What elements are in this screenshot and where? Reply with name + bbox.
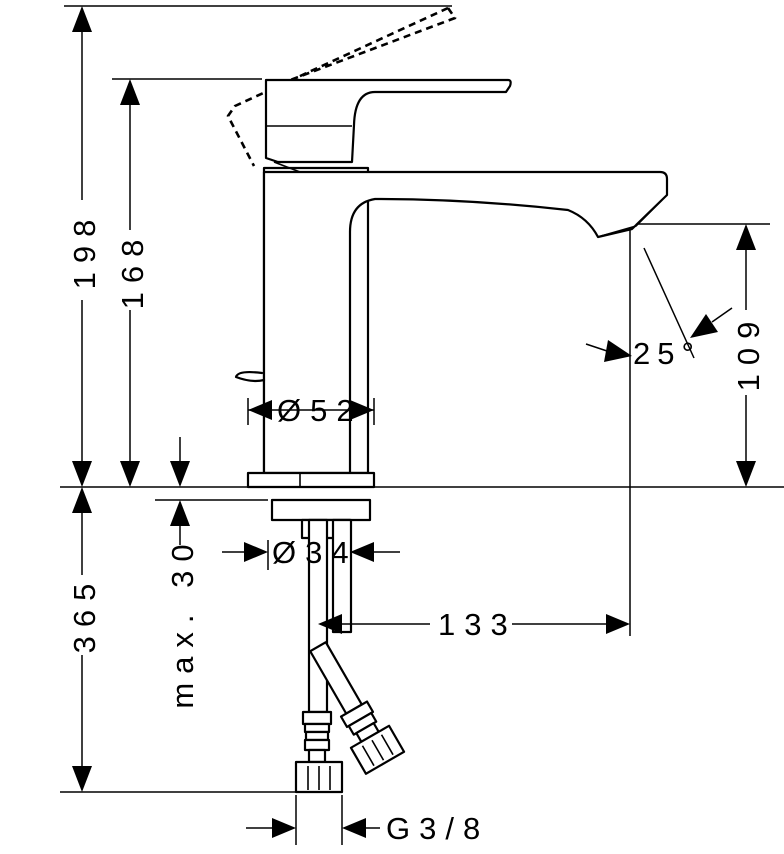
label-below-deck: 365 bbox=[67, 575, 102, 654]
label-spout-clearance: 109 bbox=[731, 313, 766, 392]
handle-lever bbox=[264, 78, 512, 164]
dimension-labels: 198 168 109 365 max. 30 Ø52 Ø34 133 G3/8… bbox=[67, 211, 766, 846]
label-body-diameter: Ø52 bbox=[277, 393, 363, 428]
label-lever-height: 168 bbox=[115, 231, 150, 310]
faucet-base bbox=[246, 471, 376, 489]
reference-lines bbox=[60, 5, 784, 845]
label-lever-angle: 25° bbox=[633, 336, 701, 371]
label-connection-thread: G3/8 bbox=[386, 811, 489, 846]
label-max-deck-thickness: max. 30 bbox=[165, 535, 200, 708]
faucet-outline bbox=[226, 6, 669, 794]
label-total-height: 198 bbox=[67, 211, 102, 290]
spout bbox=[262, 170, 669, 475]
mounting-nut bbox=[270, 498, 372, 522]
lever-open-position bbox=[226, 6, 457, 167]
label-shank-diameter: Ø34 bbox=[272, 535, 358, 570]
aerator bbox=[600, 199, 663, 237]
pop-up-rod bbox=[234, 371, 266, 383]
label-spout-reach: 133 bbox=[438, 607, 517, 642]
dimension-lines bbox=[72, 6, 756, 838]
